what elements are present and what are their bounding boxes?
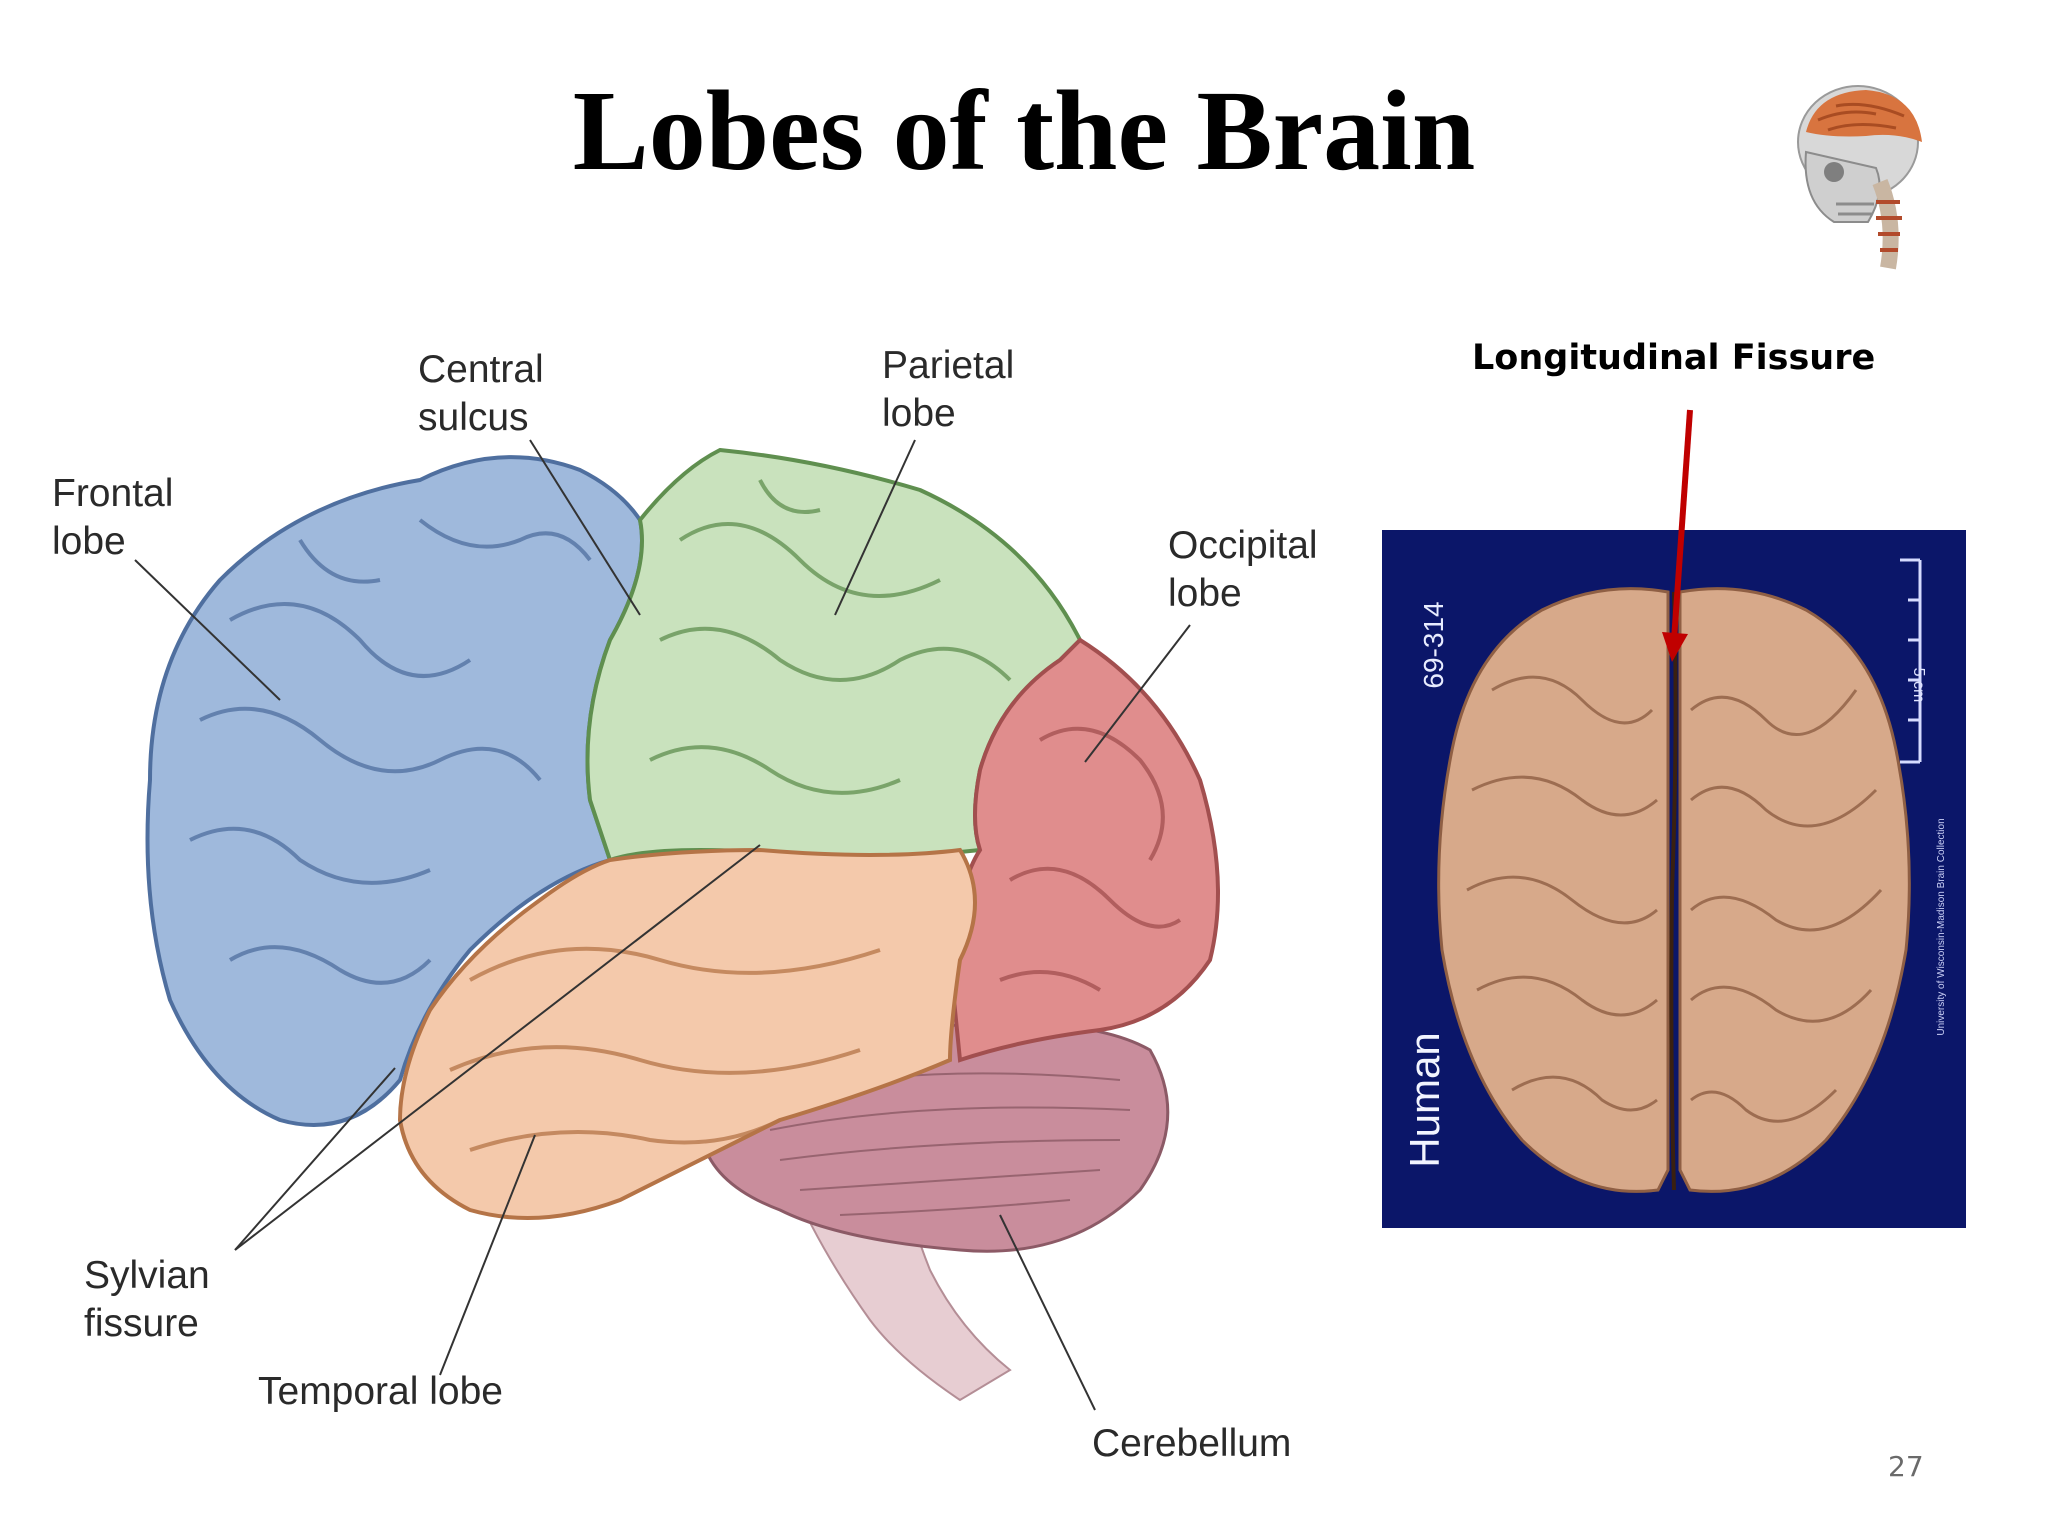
label-temporal-lobe: Temporal lobe [258, 1370, 503, 1413]
slide-title: Lobes of the Brain [572, 67, 1476, 194]
sylvian-leader-1 [234, 844, 761, 1251]
occipital-leader [1084, 624, 1191, 763]
skull-brain-icon [1797, 85, 1922, 270]
longitudinal-fissure-label: Longitudinal Fissure [1472, 338, 1876, 378]
central-sulcus-leader [529, 439, 641, 616]
page-number: 27 [1888, 1450, 1924, 1483]
right-hemisphere [1678, 587, 1911, 1193]
label-frontal-lobe: Frontal lobe [52, 472, 174, 563]
sylvian-leader-2 [234, 1067, 396, 1251]
scale-bar [1900, 558, 1922, 764]
temporal-leader [439, 1134, 536, 1376]
superior-brain-drawing [1437, 558, 1922, 1193]
label-central-sulcus: Central sulcus [418, 348, 544, 439]
label-parietal-lobe: Parietal lobe [882, 344, 1015, 435]
cerebellum-leader [999, 1214, 1096, 1411]
temporal-lobe-region [397, 847, 977, 1220]
label-sylvian-fissure: Sylvian fissure [84, 1254, 210, 1345]
parietal-leader [834, 439, 916, 616]
label-cerebellum: Cerebellum [1092, 1422, 1292, 1465]
frontal-leader [134, 559, 281, 701]
left-hemisphere [1437, 587, 1670, 1193]
label-occipital-lobe: Occipital lobe [1168, 524, 1318, 615]
occipital-lobe-region [947, 637, 1220, 1063]
midline-fissure [1669, 591, 1678, 1191]
